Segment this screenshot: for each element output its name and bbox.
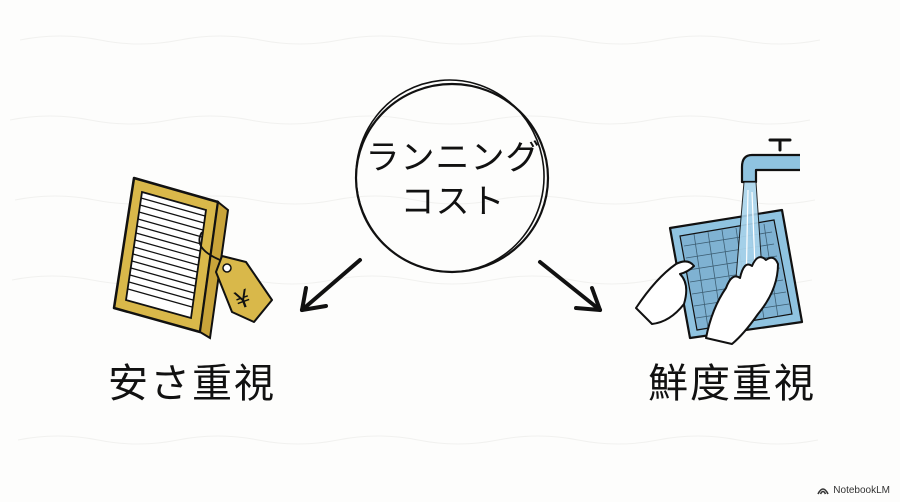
branch-label-cheap: 安さ重視 xyxy=(108,361,276,407)
hands-icon xyxy=(635,256,779,345)
center-label-line2: コスト xyxy=(400,182,506,222)
pleated-filter-icon xyxy=(112,176,230,340)
watermark-text: NotebookLM xyxy=(833,485,890,496)
branch-label-freshness: 鮮度重視 xyxy=(648,361,816,407)
notebooklm-logo-icon xyxy=(817,488,830,495)
watermark: NotebookLM xyxy=(817,485,890,496)
center-circle xyxy=(354,79,550,274)
center-node: ランニング コスト xyxy=(358,95,548,265)
arrow-left-icon xyxy=(300,258,362,312)
yen-price-tag-icon: ¥ xyxy=(198,231,273,323)
arrow-right-icon xyxy=(538,260,602,312)
center-label-line1: ランニング xyxy=(365,138,541,178)
faucet-icon xyxy=(740,138,800,184)
